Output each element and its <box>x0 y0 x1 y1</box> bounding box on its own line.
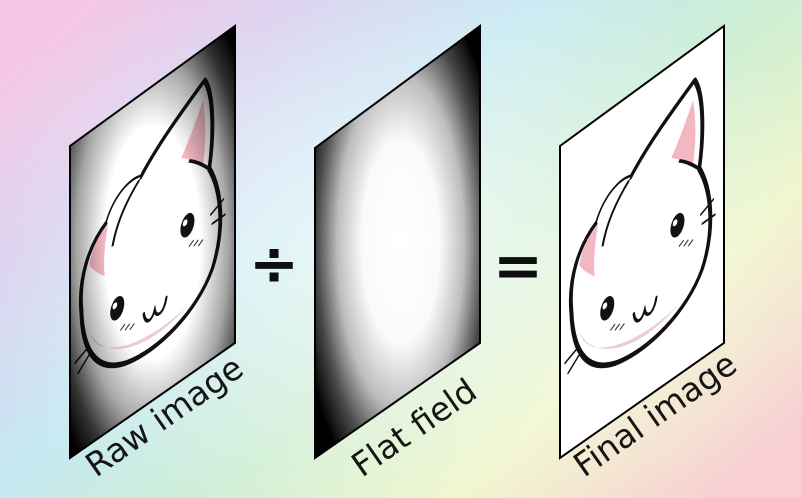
equals-operator: = <box>493 231 543 301</box>
final-image-panel <box>559 24 725 460</box>
flat-field-panel <box>314 24 481 460</box>
divide-operator: ÷ <box>249 229 299 299</box>
